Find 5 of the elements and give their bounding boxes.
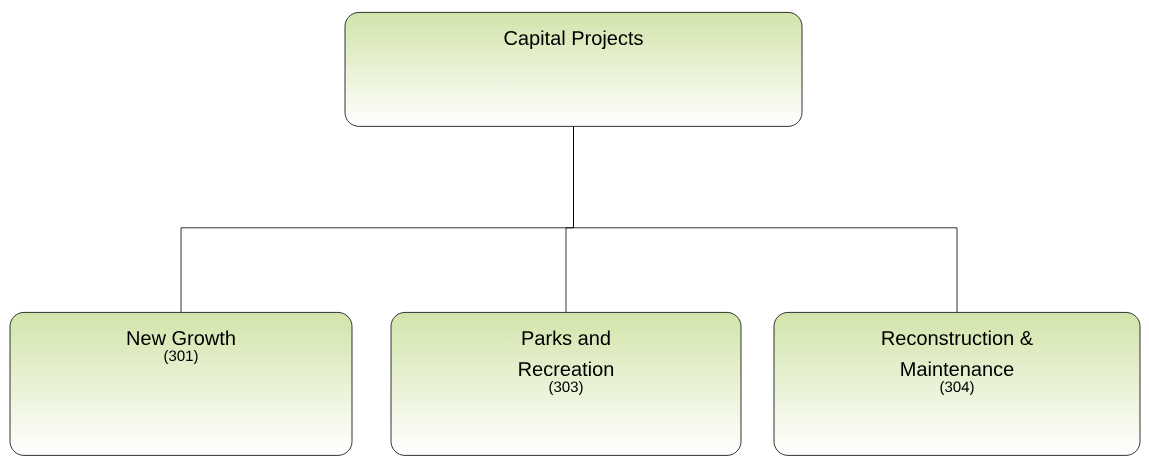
root-box: Capital Projects [344,12,803,127]
category-box: Reconstruction & Maintenance (304) [773,312,1141,456]
category-box: Parks and Recreation (303) [390,312,742,456]
category-box: New Growth (301) [9,312,353,456]
connector-line [573,126,958,313]
